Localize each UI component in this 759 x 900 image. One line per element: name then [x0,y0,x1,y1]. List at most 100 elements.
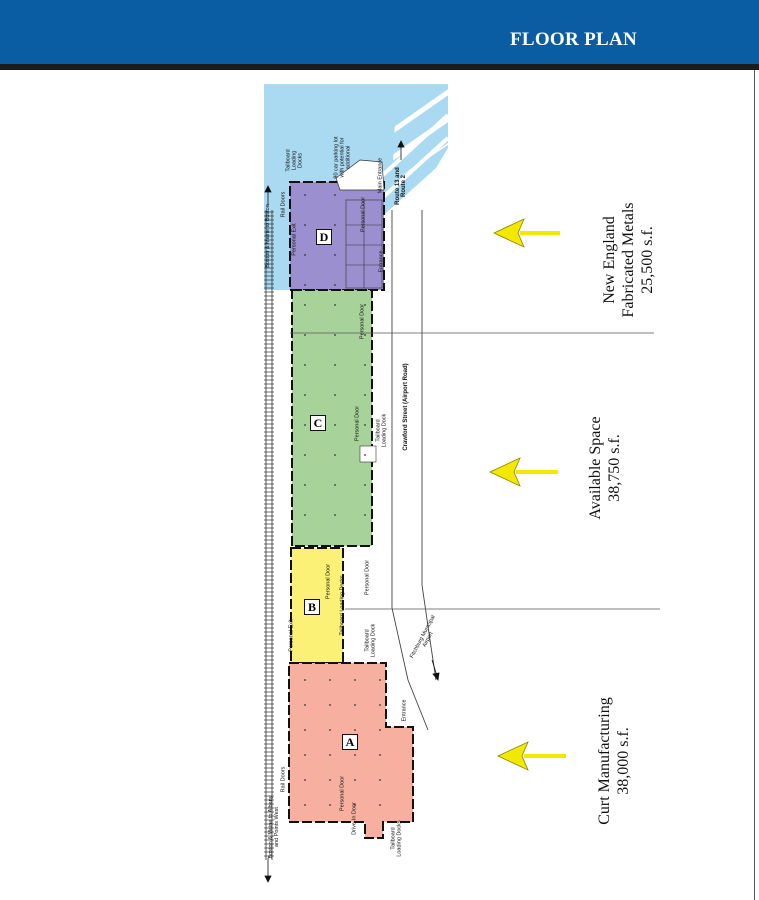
column-dot [379,729,381,731]
column-dot [364,394,366,396]
column-dot [364,424,366,426]
entrance-d-label: Entrance [378,250,385,273]
column-dot [379,704,381,706]
column-dot [334,364,336,366]
railroad-track [265,210,273,860]
column-dot [364,484,366,486]
column-dot [304,224,306,226]
column-dot [304,729,306,731]
entrance-a-label: Entrance [401,699,408,722]
column-dot [329,779,331,781]
column-dot [304,484,306,486]
arrow-c [489,457,558,487]
column-dot [354,679,356,681]
column-dot [334,394,336,396]
column-dot [334,304,336,306]
tailboard-c-label: Tailboard Loading Dock [375,413,388,448]
tenant-d-name: New England [601,216,618,304]
column-dot [364,454,366,456]
tenant-a-name: Curt Manufacturing [596,697,613,825]
column-dot [329,679,331,681]
column-dot [304,284,306,286]
rail-doors-d-label: Rail Doors [280,191,287,218]
column-dot [364,514,366,516]
column-dot [379,804,381,806]
space-b-letter: B [304,599,320,615]
tailboard-a-label: Tailboard Loading Docks [390,820,403,857]
column-dot [354,754,356,756]
drive-in-door-label: Drive-In Door [351,802,358,835]
column-dot [354,729,356,731]
personal-door-bc-label: Personal Door [364,559,371,596]
personal-door-d-label: Personal Door [360,196,367,233]
column-dot [304,804,306,806]
column-dot [334,424,336,426]
column-dot [334,254,336,256]
personal-door-cd-label: Personal Door [359,303,366,340]
header-bar [0,0,759,64]
column-dot [304,754,306,756]
column-dot [334,284,336,286]
column-dot [329,704,331,706]
tailboard-d-label: Tailboard Loading Docks [285,149,304,172]
parking-stripes [392,84,448,182]
space-a [288,662,414,839]
column-dot [304,364,306,366]
arrow-d [493,218,560,248]
personal-door-b-label: Personal Door [325,563,332,600]
column-dot [304,194,306,196]
space-c-letter: C [310,415,326,431]
column-dot [334,454,336,456]
personal-exit-d-label: Personal Exit [291,223,298,256]
tenant-d-name-2: Fabricated Metals [620,202,637,318]
route-label: Route 13 and Route 2 [395,167,407,205]
space-d-offices [345,199,383,289]
crawford-street [391,210,437,731]
column-dot [304,304,306,306]
tenant-d-area: 25,500 s.f. [639,226,656,294]
column-dot [304,679,306,681]
column-dot [304,514,306,516]
main-entrance-structure [335,159,385,191]
column-dot [334,484,336,486]
header-rule [0,64,759,70]
column-dot [304,704,306,706]
column-dot [329,754,331,756]
tenant-a-caption: Curt Manufacturing 38,000 s.f. [595,671,635,851]
personal-exit-b-label: Personal Exit [288,619,295,652]
tenant-c-area: 38,750 s.f. [606,434,623,502]
tenant-c-caption: Available Space 38,750 s.f. [586,388,626,548]
main-entrance-label: Main Entrance [377,157,384,194]
column-dot [334,334,336,336]
tenant-a-area: 38,000 s.f. [615,727,632,795]
space-d [289,181,385,291]
column-dot [354,704,356,706]
column-dot [304,779,306,781]
rail-boston-label: Boston & Maine to Boston [265,204,271,268]
column-dot [334,194,336,196]
column-dot [304,454,306,456]
column-dot [364,364,366,366]
column-dot [379,779,381,781]
column-dot [354,779,356,781]
column-dot [364,334,366,336]
space-a-letter: A [342,734,358,750]
tenant-c-name: Available Space [587,416,604,520]
tenant-d-caption: New England Fabricated Metals 25,500 s.f… [600,160,660,360]
page-title: FLOOR PLAN [509,29,637,50]
tailboard-b2-label: Tailboard Loading Dock [364,623,377,658]
column-dot [304,254,306,256]
personal-door-c-label: Personal Door [354,405,361,442]
column-dot [354,804,356,806]
column-dot [334,514,336,516]
column-dot [304,424,306,426]
column-dot [379,754,381,756]
personal-door-a-label: Personal Door [339,775,346,812]
column-dot [304,334,306,336]
rail-doors-a-label: Rail Doors [280,766,287,793]
column-dot [334,224,336,226]
column-dot [304,394,306,396]
column-dot [329,804,331,806]
column-dot [329,729,331,731]
